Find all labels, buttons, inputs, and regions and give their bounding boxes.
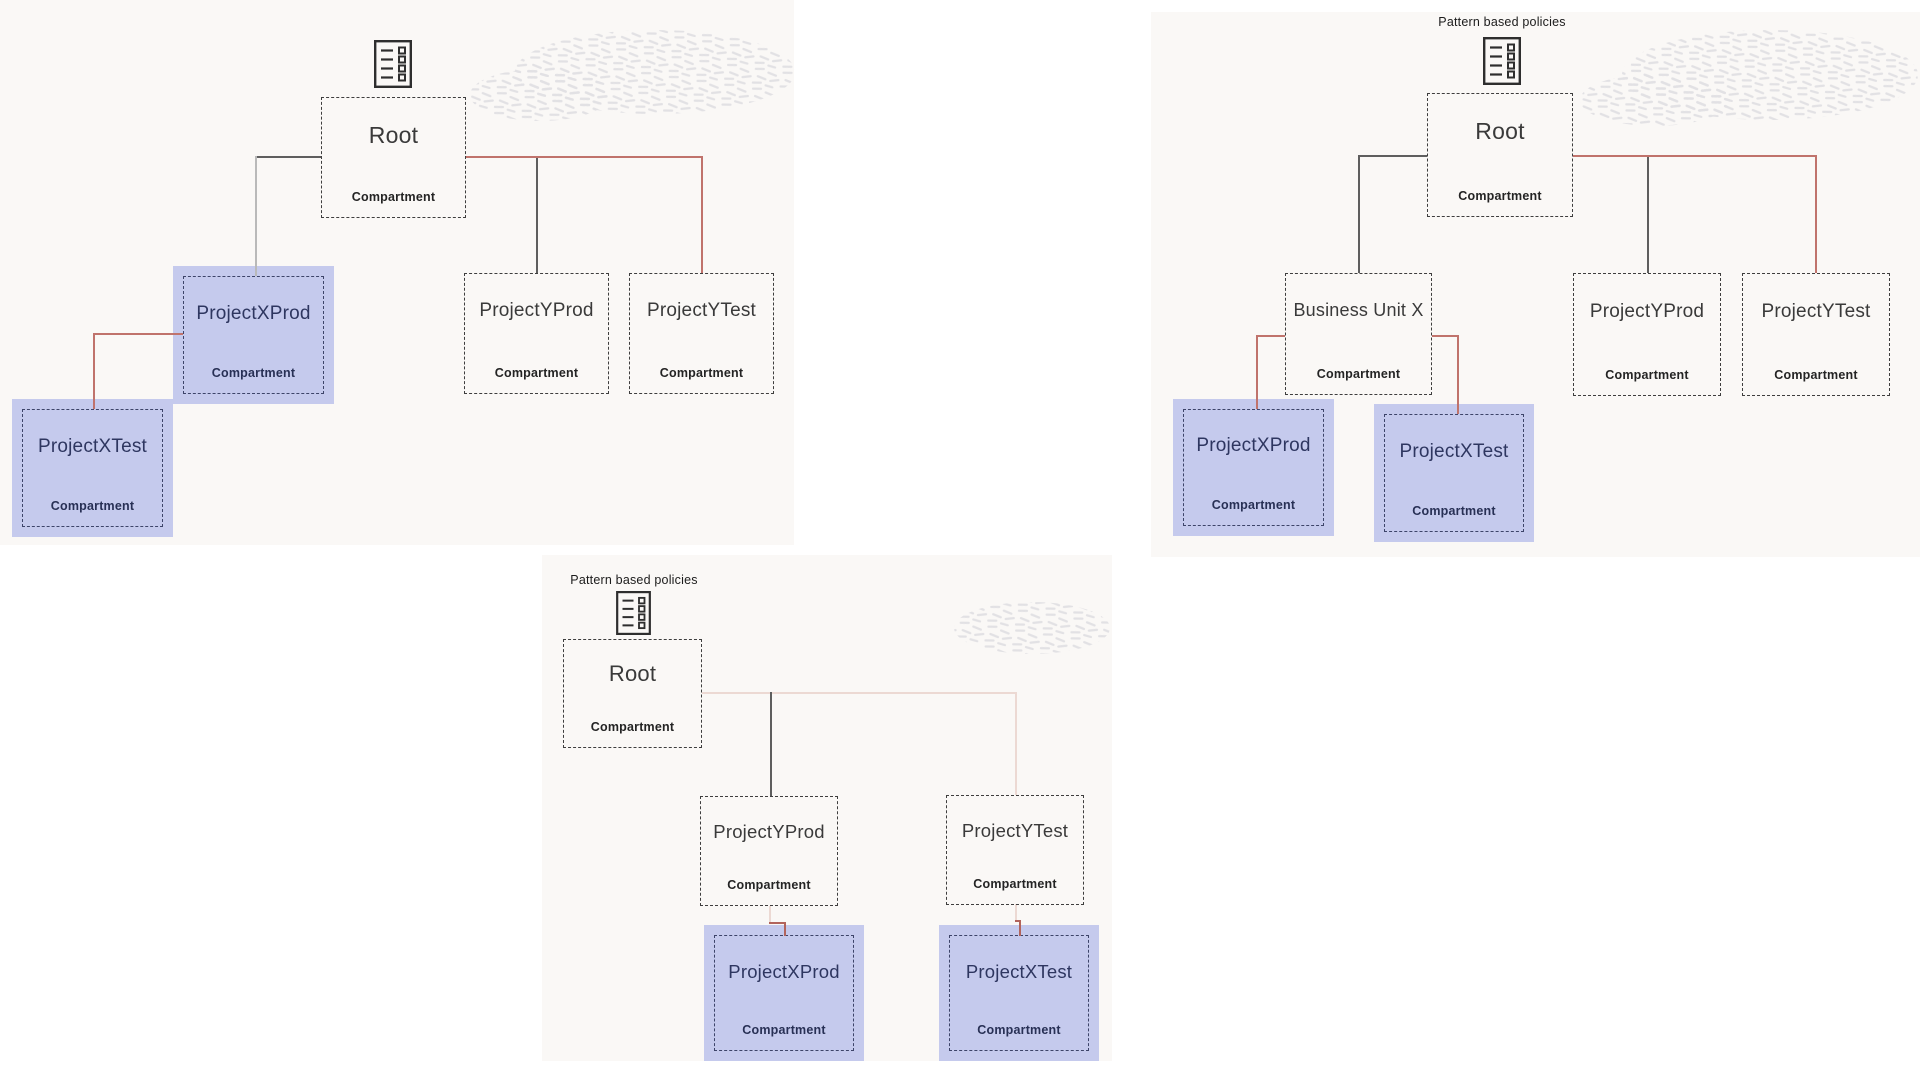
compartment-projectxtest-highlight: ProjectXTest Compartment [1374, 404, 1534, 542]
connector-to-projectxprod [255, 156, 257, 276]
compartment-projectxtest: ProjectXTest Compartment [22, 409, 163, 527]
connector-to-projectytest-red [701, 156, 703, 273]
diagram-title: Pattern based policies [570, 573, 698, 587]
compartment-root: Root Compartment [1427, 93, 1573, 217]
compartment-name: ProjectXTest [37, 435, 148, 457]
compartment-name: ProjectYTest [646, 300, 757, 322]
connector-bux-to-projectxprod-v [1256, 335, 1258, 409]
compartment-type-label: Compartment [1211, 498, 1296, 512]
compartment-name: ProjectXProd [728, 961, 840, 983]
compartment-name: Root [368, 121, 419, 148]
compartment-projectyprod: ProjectYProd Compartment [700, 796, 838, 906]
connector-projectxprod-to-projectxtest-h [93, 333, 183, 335]
compartment-businessunitx: Business Unit X Compartment [1285, 273, 1432, 395]
compartment-name: Root [1475, 118, 1525, 145]
compartment-type-label: Compartment [1316, 367, 1401, 381]
connector-root-right-red [1573, 155, 1816, 157]
connector-root-right-pale [702, 692, 1016, 694]
connector-yprod-xprod-seg1 [769, 906, 771, 922]
compartment-projectytest: ProjectYTest Compartment [946, 795, 1084, 905]
compartment-type-label: Compartment [727, 878, 811, 892]
policy-list-icon [616, 591, 651, 635]
connector-ytest-xtest-seg1 [1015, 904, 1017, 920]
compartment-projectxprod-highlight: ProjectXProd Compartment [1173, 399, 1334, 536]
compartment-projectxprod: ProjectXProd Compartment [1183, 409, 1324, 526]
compartment-projectyprod: ProjectYProd Compartment [1573, 273, 1721, 396]
connector-ytest-xtest-seg3 [1019, 920, 1021, 936]
connector-yprod-xprod-seg3 [784, 922, 786, 936]
compartment-type-label: Compartment [977, 1023, 1061, 1037]
compartment-name: ProjectXProd [1196, 435, 1311, 457]
compartment-projectytest: ProjectYTest Compartment [1742, 273, 1890, 396]
compartment-type-label: Compartment [211, 366, 296, 380]
compartment-projectxprod-highlight: ProjectXProd Compartment [704, 925, 864, 1061]
compartment-name: Root [608, 661, 657, 687]
compartment-projectxprod: ProjectXProd Compartment [183, 276, 324, 394]
compartment-type-label: Compartment [742, 1023, 826, 1037]
compartment-projectxprod: ProjectXProd Compartment [714, 935, 854, 1051]
compartment-type-label: Compartment [973, 877, 1057, 891]
compartment-name: ProjectYProd [1589, 300, 1705, 322]
compartment-type-label: Compartment [1774, 368, 1858, 382]
compartment-projectxtest: ProjectXTest Compartment [1384, 414, 1524, 532]
compartment-name: ProjectXProd [196, 302, 311, 324]
connector-to-projectytest-red [1815, 155, 1817, 273]
compartment-name: ProjectYTest [1761, 300, 1871, 322]
connector-bux-to-projectxtest-v [1457, 335, 1459, 414]
compartment-projectytest: ProjectYTest Compartment [629, 273, 774, 394]
connector-root-right-red [466, 156, 703, 158]
compartment-root: Root Compartment [321, 97, 466, 218]
connector-bux-to-projectxprod-h [1256, 335, 1285, 337]
compartment-type-label: Compartment [494, 366, 579, 380]
compartment-name: ProjectYTest [961, 819, 1069, 841]
compartment-name: ProjectXTest [965, 961, 1073, 983]
compartment-type-label: Compartment [1458, 189, 1542, 203]
compartment-name: ProjectYProd [479, 300, 594, 322]
compartment-name: ProjectXTest [1399, 440, 1509, 462]
connector-to-projectytest-pale [1015, 692, 1017, 795]
connector-to-businessunitx [1358, 155, 1360, 273]
compartment-type-label: Compartment [1412, 504, 1496, 518]
connector-root-left [255, 156, 321, 158]
compartment-projectxtest-highlight: ProjectXTest Compartment [939, 925, 1099, 1061]
connector-projectxprod-to-projectxtest-v [93, 333, 95, 409]
connector-to-projectyprod [536, 156, 538, 273]
connector-ytest-xtest-seg2 [1015, 920, 1021, 922]
compartment-root: Root Compartment [563, 639, 702, 748]
compartment-projectxprod-highlight: ProjectXProd Compartment [173, 266, 334, 404]
compartment-name: ProjectYProd [713, 820, 825, 842]
connector-yprod-xprod-seg2 [769, 922, 786, 924]
compartment-projectxtest: ProjectXTest Compartment [949, 935, 1089, 1051]
compartment-type-label: Compartment [351, 190, 436, 204]
connector-to-projectyprod [1647, 155, 1649, 273]
compartment-type-label: Compartment [1605, 368, 1689, 382]
policy-list-icon [374, 40, 412, 88]
compartment-type-label: Compartment [50, 499, 135, 513]
connector-root-left [1358, 155, 1427, 157]
connector-to-projectyprod [770, 692, 772, 796]
policy-list-icon [1483, 37, 1521, 85]
connector-bux-to-projectxtest-h [1432, 335, 1459, 337]
compartment-type-label: Compartment [659, 366, 744, 380]
compartment-projectyprod: ProjectYProd Compartment [464, 273, 609, 394]
compartment-name: Business Unit X [1293, 300, 1424, 321]
compartment-type-label: Compartment [590, 720, 675, 734]
diagram-title: Pattern based policies [1438, 15, 1566, 29]
compartment-projectxtest-highlight: ProjectXTest Compartment [12, 399, 173, 537]
